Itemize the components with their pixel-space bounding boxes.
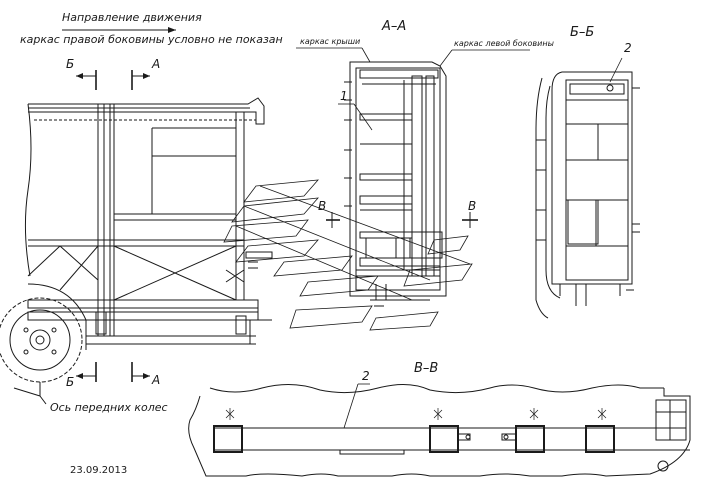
side-view [0, 97, 273, 397]
section-bb-label: Б–Б [570, 25, 595, 40]
cut-label-a-bottom: А [152, 373, 161, 387]
cut-label-b-bottom: Б [66, 375, 75, 389]
right-frame-note: каркас правой боковины условно не показа… [20, 33, 283, 46]
direction-note: Направление движения [62, 11, 202, 24]
roof-frame-note: каркас крыши [300, 37, 361, 46]
cut-arrow-a-bottom [143, 373, 150, 379]
cut-arrow-a-top [143, 73, 150, 79]
cut-label-v-left: В [318, 199, 327, 213]
direction-arrowhead [168, 27, 176, 33]
section-aa-label: А–А [382, 19, 407, 34]
left-frame-note: каркас левой боковины [454, 39, 554, 48]
front-axle-leader [39, 382, 47, 405]
section-vv-label: В–В [414, 361, 439, 376]
floor-slats [223, 179, 473, 331]
cut-arrow-b-bottom [76, 373, 83, 379]
callout-aa-1: 1 [340, 89, 348, 103]
aa-leaders [296, 47, 530, 131]
callout-vv-2: 2 [362, 369, 370, 383]
date-stamp: 23.09.2013 [70, 465, 128, 476]
front-axle-note: Ось передних колес [50, 401, 168, 414]
cut-marks [62, 29, 176, 382]
cut-label-v-right: В [468, 199, 477, 213]
section-aa-drawing [326, 61, 478, 307]
callout-bb-2: 2 [624, 41, 632, 55]
cut-label-a-top: А [152, 57, 161, 71]
section-bb-drawing [535, 57, 640, 319]
cut-arrow-b-top [76, 73, 83, 79]
cut-label-b-top: Б [66, 57, 75, 71]
section-vv-drawing [188, 383, 691, 477]
